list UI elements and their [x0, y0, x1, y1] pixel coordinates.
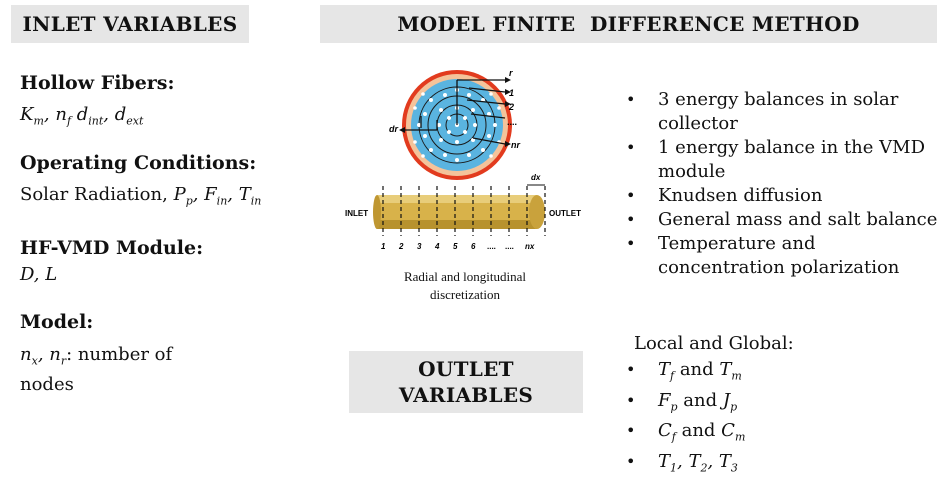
model-bullet-item: General mass and salt balance	[622, 208, 944, 232]
hollow-fibers-vars: Km, nf dint, dext	[20, 104, 144, 128]
inlet-variables-header: INLET VARIABLES	[11, 5, 249, 43]
node-label: 4	[434, 242, 440, 251]
inlet-variables-title: INLET VARIABLES	[22, 12, 238, 36]
longitudinal-tube: dx INLET OUTLET 1 2 3 4 5 6 .... .... nx	[345, 173, 581, 251]
outlet-item: T1, T2, T3	[622, 450, 822, 480]
outlet-title-line2: VARIABLES	[398, 383, 534, 407]
node-label: nx	[525, 242, 535, 251]
model-fdm-title: MODEL FINITE DIFFERENCE METHOD	[397, 12, 860, 36]
hollow-fibers-title: Hollow Fibers:	[20, 72, 175, 94]
inlet-label: INLET	[345, 209, 368, 218]
node-label: 6	[471, 242, 476, 251]
outlet-item: Fp and Jp	[622, 389, 822, 420]
radial-label-r: r	[509, 68, 513, 78]
diagram-caption: Radial and longitudinal discretization	[403, 269, 527, 302]
node-label: 3	[417, 242, 422, 251]
radial-label-2: 2	[508, 102, 514, 112]
local-global-label: Local and Global:	[634, 333, 794, 354]
model-bullet-item: 3 energy balances in solar collector	[622, 88, 944, 136]
model-bullet-item: 1 energy balance in the VMD module	[622, 136, 944, 184]
discretization-diagram: r 1 2 .... nr dr dx INLET OUTLET 1 2	[345, 68, 581, 251]
model-bullet-list: 3 energy balances in solar collector 1 e…	[622, 88, 944, 280]
node-label: 2	[398, 242, 404, 251]
outlet-item: Cf and Cm	[622, 419, 822, 450]
radial-label-1: 1	[509, 88, 514, 98]
operating-conditions-vars: Solar Radiation, Pp, Fin, Tin	[20, 184, 262, 208]
cross-section-circle: r 1 2 .... nr dr	[389, 68, 520, 180]
outlet-title-line1: OUTLET	[418, 357, 514, 381]
outlet-label: OUTLET	[549, 209, 581, 218]
model-bullet-item: Knudsen diffusion	[622, 184, 944, 208]
node-label: 5	[453, 242, 458, 251]
model-vars: nx, nr: number of nodes	[20, 344, 173, 395]
node-label: ....	[505, 242, 514, 251]
model-fdm-header: MODEL FINITE DIFFERENCE METHOD	[320, 5, 937, 43]
node-label: ....	[487, 242, 496, 251]
radial-label-dr: dr	[389, 124, 398, 134]
hf-vmd-module-title: HF-VMD Module:	[20, 237, 204, 259]
dx-label: dx	[531, 173, 541, 182]
outlet-variables-list: Tf and Tm Fp and Jp Cf and Cm T1, T2, T3	[622, 358, 822, 480]
outlet-item: Tf and Tm	[622, 358, 822, 389]
model-bullet-item: Temperature and concentration polarizati…	[622, 232, 944, 280]
model-title: Model:	[20, 311, 94, 333]
node-label: 1	[381, 242, 386, 251]
operating-conditions-title: Operating Conditions:	[20, 152, 257, 174]
radial-label-dots: ....	[507, 117, 517, 127]
outlet-variables-header: OUTLET VARIABLES	[349, 351, 583, 413]
radial-label-nr: nr	[511, 140, 520, 150]
hf-vmd-module-vars: D, L	[20, 264, 58, 285]
